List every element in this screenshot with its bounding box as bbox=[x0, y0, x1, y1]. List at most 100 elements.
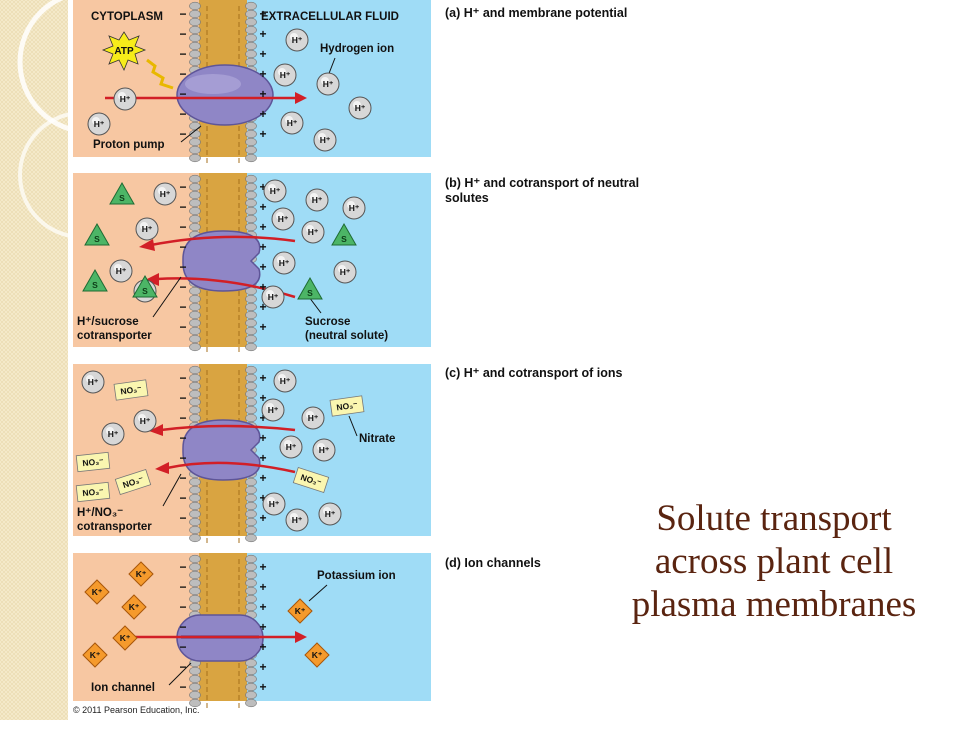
caption-panel-b: (b) H⁺ and cotransport of neutral solute… bbox=[445, 176, 705, 206]
panel-c-illustration: Nitrate H⁺/NO₃⁻ cotransporter −+−+−+−+−+… bbox=[73, 364, 431, 543]
svg-text:K⁺: K⁺ bbox=[120, 633, 131, 643]
panel-c-nitrate-cotransport: Nitrate H⁺/NO₃⁻ cotransporter −+−+−+−+−+… bbox=[73, 364, 431, 546]
sucrose-icon: S bbox=[84, 222, 110, 246]
sucrose-label-line2: (neutral solute) bbox=[305, 330, 388, 342]
hydrogen-ion-icon: H⁺ bbox=[109, 259, 133, 283]
svg-text:S: S bbox=[142, 286, 148, 296]
svg-text:H⁺: H⁺ bbox=[355, 103, 366, 113]
negative-charge-icon: − bbox=[179, 240, 186, 254]
svg-text:NO₃⁻: NO₃⁻ bbox=[82, 486, 105, 498]
positive-charge-icon: + bbox=[259, 200, 266, 214]
hydrogen-ion-icon: H⁺ bbox=[262, 492, 286, 516]
hydrogen-ion-icon: H⁺ bbox=[318, 502, 342, 526]
nitrate-ion-icon: NO₃⁻ bbox=[113, 379, 149, 401]
positive-charge-icon: + bbox=[259, 620, 266, 634]
cotransporter-label-line2: cotransporter bbox=[77, 330, 152, 342]
svg-text:H⁺: H⁺ bbox=[116, 266, 127, 276]
panel-b-illustration: H⁺/sucrose cotransporter Sucrose (neutra… bbox=[73, 173, 431, 352]
svg-text:H⁺: H⁺ bbox=[88, 377, 99, 387]
caption-panel-a: (a) H⁺ and membrane potential bbox=[445, 6, 628, 20]
negative-charge-icon: − bbox=[179, 511, 186, 525]
caption-panel-c: (c) H⁺ and cotransport of ions bbox=[445, 366, 623, 380]
potassium-ion-icon: K⁺ bbox=[287, 598, 313, 624]
negative-charge-icon: − bbox=[179, 371, 186, 385]
hydrogen-ion-icon: H⁺ bbox=[87, 112, 111, 136]
svg-text:K⁺: K⁺ bbox=[295, 606, 306, 616]
negative-charge-icon: − bbox=[179, 471, 186, 485]
negative-charge-icon: − bbox=[179, 391, 186, 405]
positive-charge-icon: + bbox=[259, 511, 266, 525]
positive-charge-icon: + bbox=[259, 580, 266, 594]
slide-title-line1: Solute transport bbox=[656, 498, 892, 539]
positive-charge-icon: + bbox=[259, 27, 266, 41]
svg-text:H⁺: H⁺ bbox=[287, 118, 298, 128]
svg-text:H⁺: H⁺ bbox=[286, 442, 297, 452]
sucrose-label-line1: Sucrose bbox=[305, 316, 350, 328]
cytoplasm-label: CYTOPLASM bbox=[91, 11, 163, 23]
cotransporter-label-line1: H⁺/sucrose bbox=[77, 316, 139, 328]
hydrogen-ion-icon: H⁺ bbox=[333, 260, 357, 284]
hydrogen-ion-icon: H⁺ bbox=[271, 207, 295, 231]
positive-charge-icon: + bbox=[259, 260, 266, 274]
svg-text:NO₃⁻: NO₃⁻ bbox=[120, 384, 143, 397]
negative-charge-icon: − bbox=[179, 67, 186, 81]
hydrogen-ion-icon: H⁺ bbox=[113, 87, 137, 111]
svg-text:S: S bbox=[119, 193, 125, 203]
panel-d-ion-channel: Potassium ion Ion channel −+−+−+−+−+−+−+… bbox=[73, 553, 431, 735]
svg-text:K⁺: K⁺ bbox=[136, 569, 147, 579]
positive-charge-icon: + bbox=[259, 391, 266, 405]
svg-text:H⁺: H⁺ bbox=[94, 119, 105, 129]
negative-charge-icon: − bbox=[179, 300, 186, 314]
hydrogen-ion-icon: H⁺ bbox=[342, 196, 366, 220]
hydrogen-ion-icon: H⁺ bbox=[301, 406, 325, 430]
svg-text:NO₃⁻: NO₃⁻ bbox=[82, 456, 105, 468]
sucrose-icon: S bbox=[109, 181, 135, 205]
panel-d-illustration: Potassium ion Ion channel −+−+−+−+−+−+−+… bbox=[73, 553, 431, 708]
positive-charge-icon: + bbox=[259, 451, 266, 465]
cotransporter-icon bbox=[182, 419, 261, 481]
negative-charge-icon: − bbox=[179, 680, 186, 694]
svg-text:H⁺: H⁺ bbox=[308, 413, 319, 423]
nitrate-label: Nitrate bbox=[359, 433, 395, 445]
potassium-ion-icon: K⁺ bbox=[112, 625, 138, 651]
potassium-ion-icon: K⁺ bbox=[121, 594, 147, 620]
negative-charge-icon: − bbox=[179, 260, 186, 274]
potassium-ion-icon: K⁺ bbox=[304, 642, 330, 668]
svg-text:H⁺: H⁺ bbox=[319, 445, 330, 455]
positive-charge-icon: + bbox=[259, 107, 266, 121]
svg-text:K⁺: K⁺ bbox=[312, 650, 323, 660]
svg-text:H⁺: H⁺ bbox=[292, 35, 303, 45]
potassium-ion-icon: K⁺ bbox=[84, 579, 110, 605]
hydrogen-ion-icon: H⁺ bbox=[81, 370, 105, 394]
negative-charge-icon: − bbox=[179, 660, 186, 674]
proton-pump-label: Proton pump bbox=[93, 139, 165, 151]
svg-text:H⁺: H⁺ bbox=[292, 515, 303, 525]
positive-charge-icon: + bbox=[259, 471, 266, 485]
nitrate-ion-icon: NO₃⁻ bbox=[75, 451, 111, 473]
ion-channel-label: Ion channel bbox=[91, 682, 155, 694]
hydrogen-ion-icon: H⁺ bbox=[273, 63, 297, 87]
sucrose-icon: S bbox=[331, 222, 357, 246]
negative-charge-icon: − bbox=[179, 431, 186, 445]
svg-text:H⁺: H⁺ bbox=[280, 376, 291, 386]
copyright-notice: © 2011 Pearson Education, Inc. bbox=[73, 705, 200, 715]
sucrose-icon: S bbox=[132, 274, 158, 298]
svg-text:S: S bbox=[341, 234, 347, 244]
positive-charge-icon: + bbox=[259, 660, 266, 674]
positive-charge-icon: + bbox=[259, 320, 266, 334]
svg-text:H⁺: H⁺ bbox=[325, 509, 336, 519]
negative-charge-icon: − bbox=[179, 580, 186, 594]
svg-text:H⁺: H⁺ bbox=[142, 224, 153, 234]
positive-charge-icon: + bbox=[259, 640, 266, 654]
positive-charge-icon: + bbox=[259, 300, 266, 314]
nitrate-ion-icon: NO₃⁻ bbox=[114, 468, 152, 496]
negative-charge-icon: − bbox=[179, 127, 186, 141]
negative-charge-icon: − bbox=[179, 107, 186, 121]
svg-text:H⁺: H⁺ bbox=[312, 195, 323, 205]
svg-text:H⁺: H⁺ bbox=[340, 267, 351, 277]
negative-charge-icon: − bbox=[179, 47, 186, 61]
hydrogen-ion-icon: H⁺ bbox=[135, 217, 159, 241]
svg-text:H⁺: H⁺ bbox=[269, 499, 280, 509]
negative-charge-icon: − bbox=[179, 87, 186, 101]
negative-charge-icon: − bbox=[179, 640, 186, 654]
